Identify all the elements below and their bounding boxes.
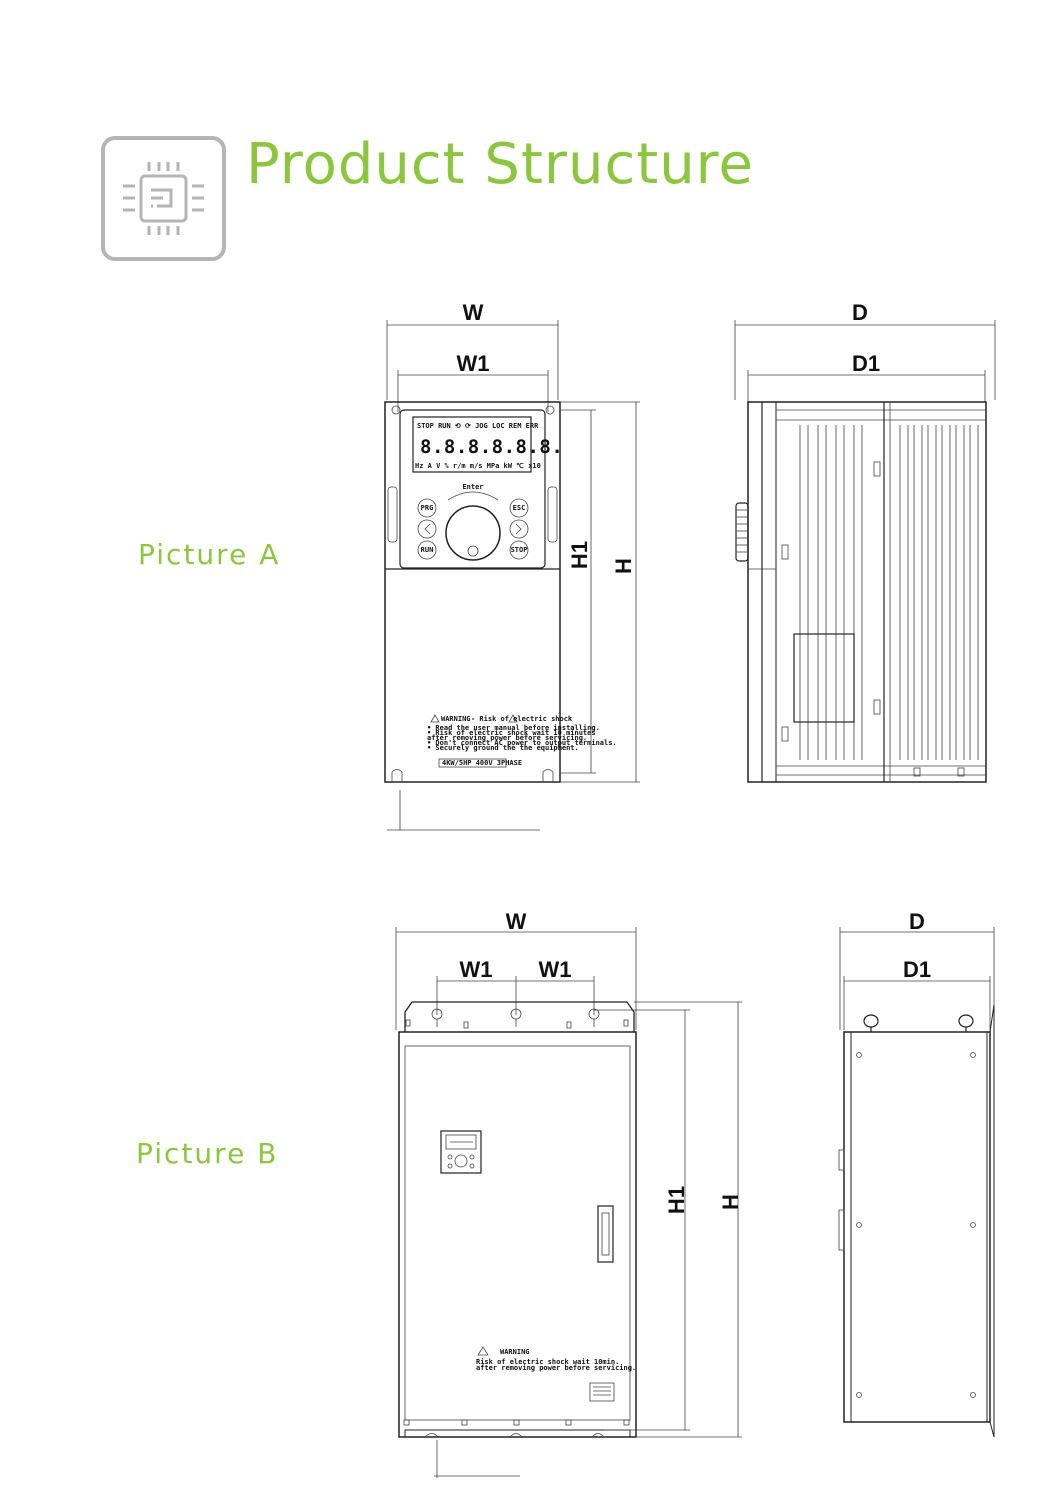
svg-text:RUN: RUN: [421, 546, 434, 554]
dim-a-d1: D1: [852, 351, 880, 376]
picture-b-label: Picture B: [136, 1137, 279, 1170]
warning-label-a: WARNING - Risk of electric shock • Read …: [427, 714, 617, 752]
dim-b-d: D: [909, 909, 925, 934]
btn-left-arrow: [417, 519, 437, 539]
svg-text:STOP: STOP: [511, 546, 528, 554]
dim-a-d: D: [852, 300, 868, 325]
dim-b-d1: D1: [903, 957, 931, 982]
svg-text:• Read the user manual before: • Read the user manual before installing…: [427, 724, 600, 732]
svg-text:• Don't connect AC power to ou: • Don't connect AC power to output termi…: [427, 739, 617, 747]
chip-icon: [101, 136, 226, 261]
dim-b-w: W: [506, 909, 527, 934]
lcd-units-row: Hz A V % r/m m/s MPa kW ℃ x10: [415, 462, 541, 470]
dim-b-w1-left: W1: [460, 957, 493, 982]
picture-a-label: Picture A: [138, 538, 281, 571]
warning-label-b: WARNING Risk of electric shock wait 10mi…: [476, 1346, 636, 1372]
dim-b-h1: H1: [664, 1186, 689, 1214]
btn-right-arrow: [509, 519, 529, 539]
svg-text:PRG: PRG: [421, 504, 434, 512]
svg-text:WARNING: WARNING: [441, 715, 471, 723]
picture-b-front-view: W W1 W1: [395, 909, 743, 1478]
rating-label: 4KW/5HP 400V 3PHASE: [442, 759, 522, 767]
dim-b-w1-right: W1: [539, 957, 572, 982]
picture-a-side-view: D D1: [734, 300, 996, 783]
btn-prg: PRG: [417, 498, 437, 518]
door-handle: [597, 1205, 614, 1263]
dim-b-h: H: [718, 1194, 743, 1210]
svg-text:ESC: ESC: [513, 504, 526, 512]
dim-a-h: H: [611, 558, 636, 574]
dim-a-w1: W1: [457, 351, 490, 376]
page-title: Product Structure: [246, 132, 754, 197]
btn-stop: STOP: [509, 540, 529, 560]
lcd-digits: 8.8.8.8.8.8.: [420, 436, 563, 458]
svg-text:- Risk of electric shock: - Risk of electric shock: [471, 715, 573, 723]
svg-text:• Risk of electric shock wait: • Risk of electric shock wait 10 minutes: [427, 729, 596, 737]
svg-text:Risk of electric shock wait 10: Risk of electric shock wait 10min.: [476, 1358, 619, 1366]
encoder-knob: [445, 505, 501, 561]
svg-text:after removing power before se: after removing power before servicing.: [476, 1364, 636, 1372]
svg-text:• Securely ground the the equi: • Securely ground the the equipment.: [427, 744, 579, 752]
lcd-status-row: STOP RUN ⟲ ⟳ JOG LOC REM ERR: [417, 422, 539, 430]
picture-a-front-view: W W1 STOP RUN ⟲ ⟳ JOG LOC REM ERR 8.8.8.…: [384, 300, 640, 831]
btn-run: RUN: [417, 540, 437, 560]
enter-label: Enter: [462, 483, 483, 491]
dim-a-h1: H1: [567, 541, 592, 569]
picture-b-side-view: D D1: [838, 909, 995, 1438]
dim-a-w: W: [463, 300, 484, 325]
btn-esc: ESC: [509, 498, 529, 518]
svg-text:after removing power before se: after removing power before servicing.: [427, 734, 587, 742]
svg-text:WARNING: WARNING: [500, 1348, 530, 1356]
